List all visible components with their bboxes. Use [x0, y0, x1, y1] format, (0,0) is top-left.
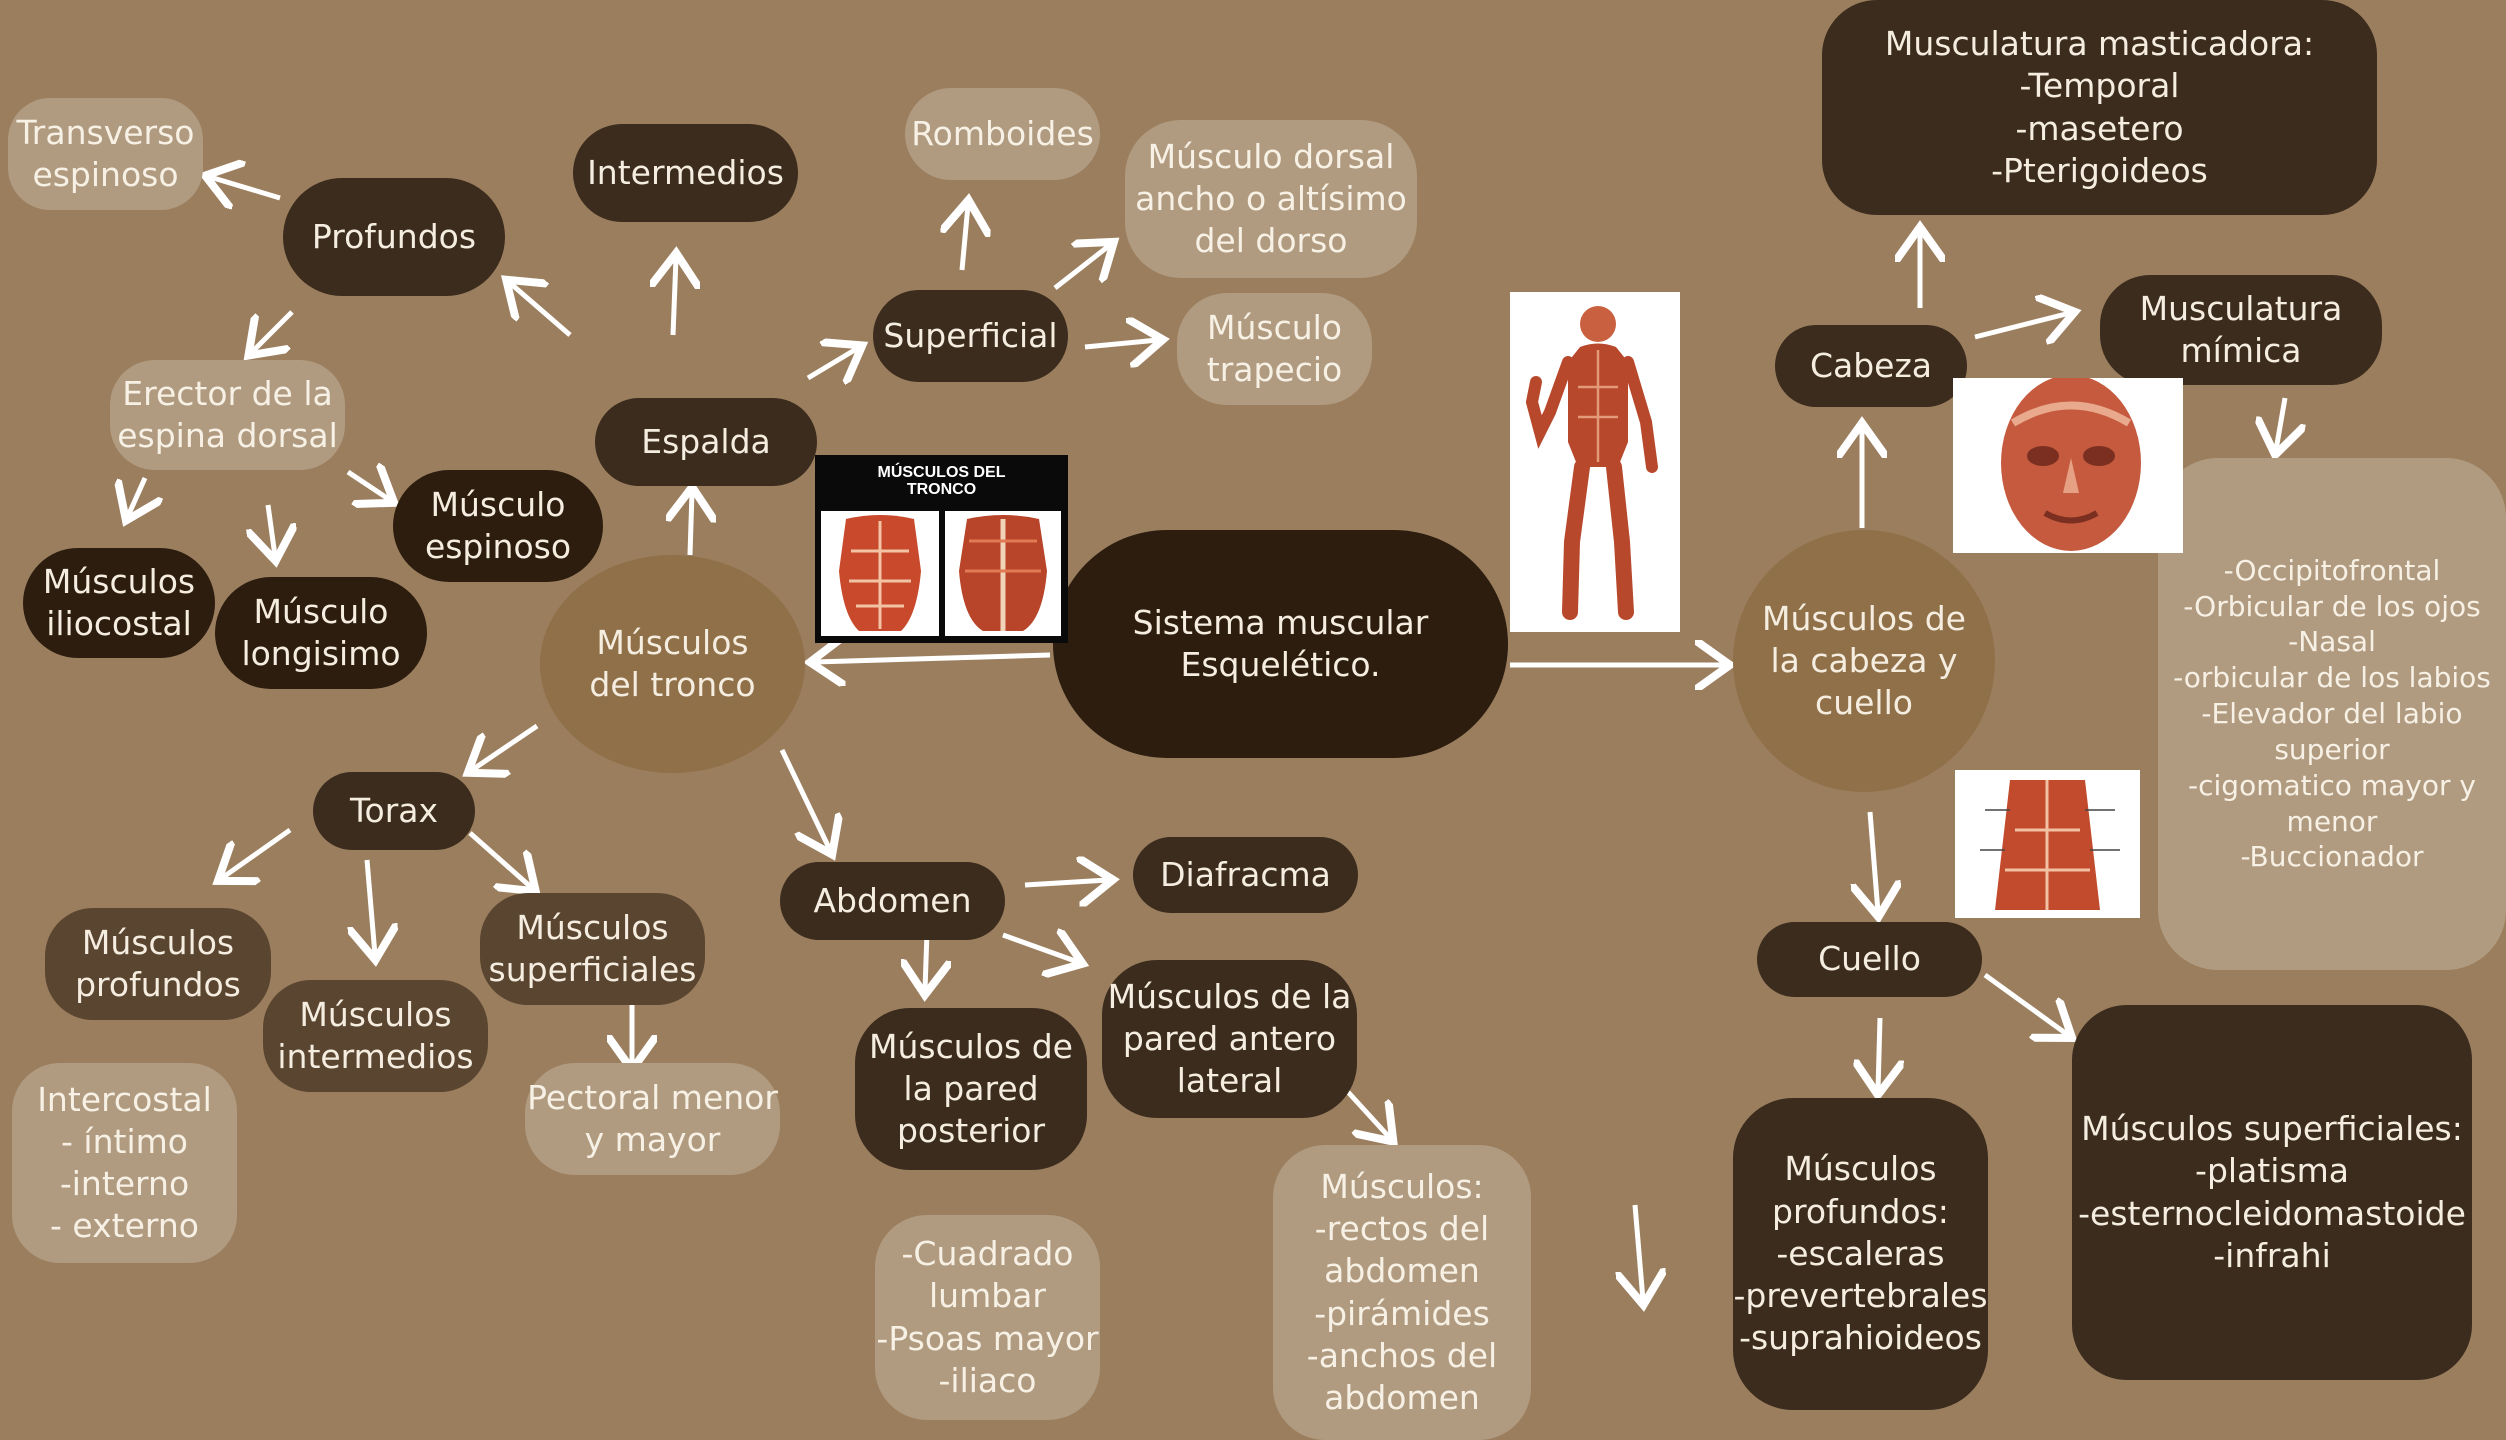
cuello-profundos-node[interactable]: Músculos profundos: -escaleras -preverte… [1733, 1098, 1988, 1410]
arrow-cuello-profundos [1878, 1017, 1880, 1090]
tronco-image: MÚSCULOS DEL TRONCO [815, 455, 1068, 643]
arrow-cabeza-mimica [1974, 313, 2070, 337]
masticadora-node[interactable]: Musculatura masticadora: -Temporal -mase… [1822, 0, 2377, 215]
arrow-cabezacuello-cuello [1870, 811, 1878, 912]
arrow-tronco-torax [472, 723, 539, 770]
arrow-tronco-espalda [690, 492, 692, 556]
musculos-abdomen-node[interactable]: Músculos: -rectos del abdomen -pirámides… [1273, 1145, 1531, 1440]
arrow-mimica-list [2276, 397, 2285, 450]
romboides-node[interactable]: Romboides [905, 88, 1100, 180]
arrow-espalda-intermedios [673, 258, 676, 336]
arrow-espalda-profundos [510, 283, 572, 337]
pectoral-node[interactable]: Pectoral menor y mayor [525, 1063, 780, 1175]
arrow-antero-musculos [1346, 1090, 1390, 1138]
arrow-erector-iliocostal [128, 476, 145, 516]
pared-posterior-node[interactable]: Músculos de la pared posterior [855, 1008, 1087, 1170]
profundos-node[interactable]: Profundos [283, 178, 505, 296]
arrow-tronco-abdomen [779, 748, 830, 850]
abdomen-node[interactable]: Abdomen [780, 862, 1005, 940]
face-muscles-image [1953, 375, 2183, 553]
intermedios-node[interactable]: Intermedios [573, 124, 798, 222]
arrow-center-tronco [815, 655, 1051, 662]
arrow-abdomen-antero [1002, 935, 1078, 962]
arrow-abdomen-posterior [925, 931, 927, 990]
torso-front-figure [821, 511, 939, 636]
arrow-stray [1635, 1204, 1643, 1300]
center-node[interactable]: Sistema muscular Esquelético. [1053, 530, 1508, 758]
cabeza-cuello-node[interactable]: Músculos de la cabeza y cuello [1733, 530, 1995, 792]
arrow-superficial-trapecio [1084, 340, 1158, 347]
tronco-image-title: MÚSCULOS DEL TRONCO [877, 464, 1006, 498]
diafracma-node[interactable]: Diafracma [1133, 837, 1358, 913]
human-body-image [1510, 292, 1680, 632]
neck-muscles-image [1955, 770, 2140, 918]
mimica-node[interactable]: Musculatura mímica [2100, 275, 2382, 385]
arrow-superficial-romboides [962, 205, 968, 271]
dorsal-node[interactable]: Músculo dorsal ancho o altísimo del dors… [1125, 120, 1417, 278]
cuadrado-node[interactable]: -Cuadrado lumbar -Psoas mayor -iliaco [875, 1215, 1100, 1420]
arrow-cuello-superficiales [1983, 972, 2068, 1035]
superficial-node[interactable]: Superficial [873, 290, 1068, 382]
tronco-node[interactable]: Músculos del tronco [540, 555, 805, 773]
iliocostal-node[interactable]: Músculos iliocostal [23, 548, 215, 658]
trapecio-node[interactable]: Músculo trapecio [1177, 293, 1372, 405]
espalda-node[interactable]: Espalda [595, 398, 817, 486]
mimica-list-node[interactable]: -Occipitofrontal -Orbicular de los ojos … [2158, 458, 2506, 970]
cuello-node[interactable]: Cuello [1757, 922, 1982, 997]
arrow-superficial-dorsal [1053, 245, 1110, 290]
arrow-profundos-erector [252, 310, 294, 352]
longisimo-node[interactable]: Músculo longisimo [215, 577, 427, 689]
pared-antero-node[interactable]: Músculos de la pared antero lateral [1102, 960, 1357, 1118]
transverso-node[interactable]: Transverso espinoso [8, 98, 203, 210]
intercostal-node[interactable]: Intercostal - íntimo -interno - externo [12, 1063, 237, 1263]
torax-profundos-node[interactable]: Músculos profundos [45, 908, 271, 1020]
arrow-torax-superficiales [468, 831, 532, 888]
torax-node[interactable]: Torax [313, 772, 475, 850]
cuello-superficiales-node[interactable]: Músculos superficiales: -platisma -ester… [2072, 1005, 2472, 1380]
arrow-profundos-transverso [210, 177, 281, 198]
arrow-erector-longisimo [268, 504, 275, 556]
torso-back-figure [945, 511, 1061, 636]
arrow-torax-profundos [222, 827, 292, 878]
torax-intermedios-node[interactable]: Músculos intermedios [263, 980, 488, 1092]
arrow-espalda-superficial [806, 348, 858, 378]
arrow-erector-espinoso [346, 472, 390, 500]
torax-superficiales-node[interactable]: Músculos superficiales [480, 893, 705, 1005]
arrow-abdomen-diafracma [1024, 880, 1108, 885]
espinoso-node[interactable]: Músculo espinoso [393, 470, 603, 582]
cabeza-node[interactable]: Cabeza [1775, 325, 1967, 407]
erector-node[interactable]: Erector de la espina dorsal [110, 360, 345, 470]
arrow-torax-intermedios [367, 859, 375, 955]
